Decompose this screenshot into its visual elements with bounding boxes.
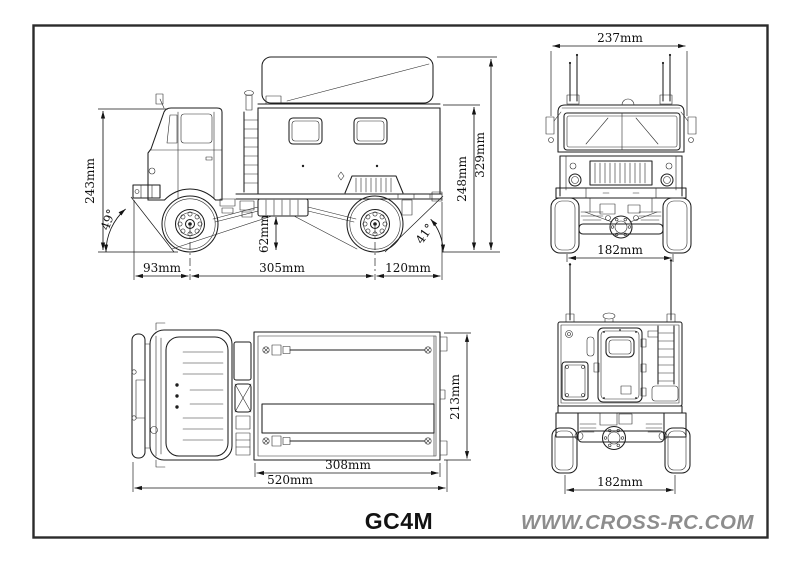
dim-label-body-width: 213mm <box>448 374 462 420</box>
brand-watermark: WWW.CROSS-RC.COM <box>521 511 755 534</box>
top-view: 213mm 308mm 520mm <box>131 322 471 492</box>
side-dimensions <box>98 56 500 280</box>
dim-label-overall-width: 237mm <box>597 31 643 45</box>
dim-label-overall-height: 329mm <box>473 132 487 178</box>
dim-label-rear-overhang: 120mm <box>385 261 431 275</box>
dim-label-departure-angle: 41° <box>413 221 437 246</box>
top-dimensions <box>132 332 471 492</box>
drawing-border <box>32 24 769 539</box>
rear-view: 182mm <box>551 259 691 494</box>
front-view: 237mm 182mm <box>545 31 697 262</box>
dim-label-approach-angle: 49° <box>98 207 118 232</box>
dim-label-ground-clearance: 62mm <box>257 214 271 253</box>
side-view: 243mm 49° 93mm 305mm 120mm 62mm 41° 248m… <box>83 56 500 280</box>
front-dimensions <box>550 43 688 262</box>
side-truck-drawing <box>132 56 443 253</box>
dim-label-wheelbase: 305mm <box>259 261 305 275</box>
dim-label-cab-height: 243mm <box>83 158 97 204</box>
dim-label-cargo-length: 308mm <box>325 458 371 472</box>
dim-label-front-track-width: 182mm <box>597 243 643 257</box>
dim-label-front-overhang: 93mm <box>143 261 182 275</box>
rear-truck-drawing <box>551 259 691 474</box>
top-truck-drawing <box>131 322 448 468</box>
model-name: GC4M <box>365 508 433 534</box>
dim-label-body-height: 248mm <box>455 156 469 202</box>
dim-label-rear-track-width: 182mm <box>597 475 643 489</box>
dim-label-overall-length: 520mm <box>267 473 313 487</box>
front-truck-drawing <box>545 53 697 254</box>
rear-dimensions <box>564 475 676 494</box>
